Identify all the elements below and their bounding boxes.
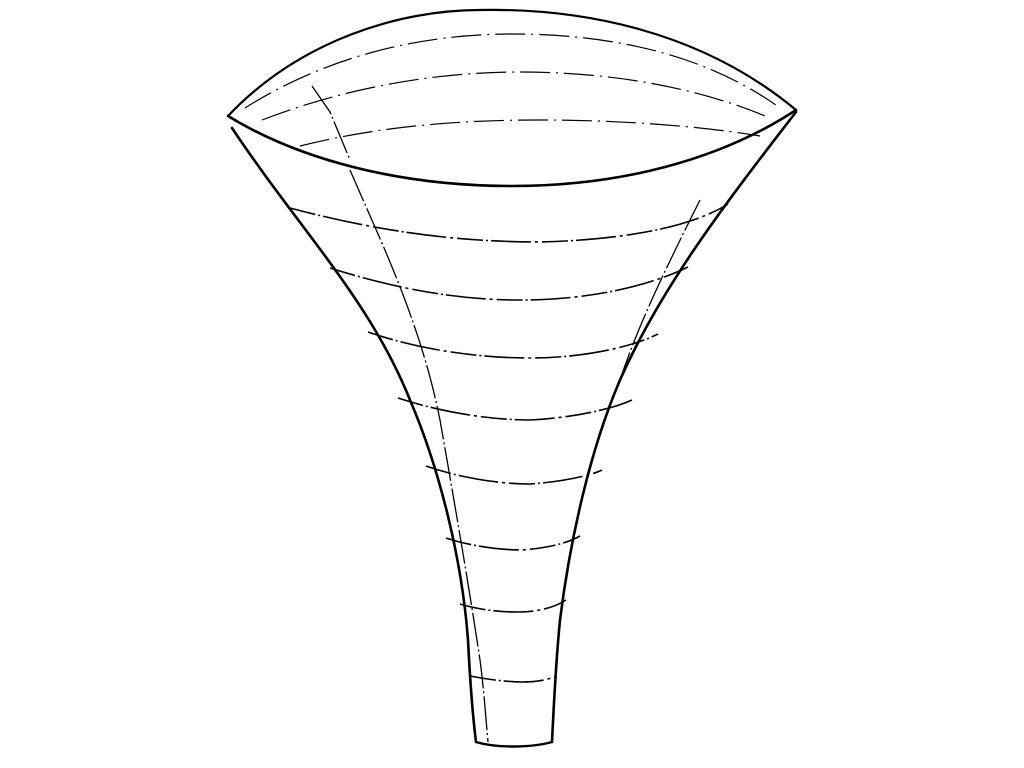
ring-3 <box>367 331 659 359</box>
ring-8 <box>469 675 557 683</box>
funnel-right-edge <box>550 110 798 744</box>
right-meridian <box>619 199 701 381</box>
rim-front-edge <box>226 108 798 188</box>
inner-ring-2 <box>261 71 771 121</box>
inner-ring-3 <box>299 119 761 147</box>
ring-2 <box>329 265 691 301</box>
ring-6 <box>445 535 581 551</box>
spout-bottom-edge <box>475 740 553 748</box>
ring-5 <box>425 465 603 485</box>
inner-meridian <box>311 85 351 161</box>
ring-7 <box>459 599 567 613</box>
inner-ring-1 <box>244 33 781 109</box>
ring-1 <box>289 203 729 243</box>
funnel-left-edge <box>230 126 478 744</box>
ring-4 <box>397 397 633 421</box>
front-meridian <box>349 169 489 743</box>
rim-back-edge <box>227 8 797 117</box>
